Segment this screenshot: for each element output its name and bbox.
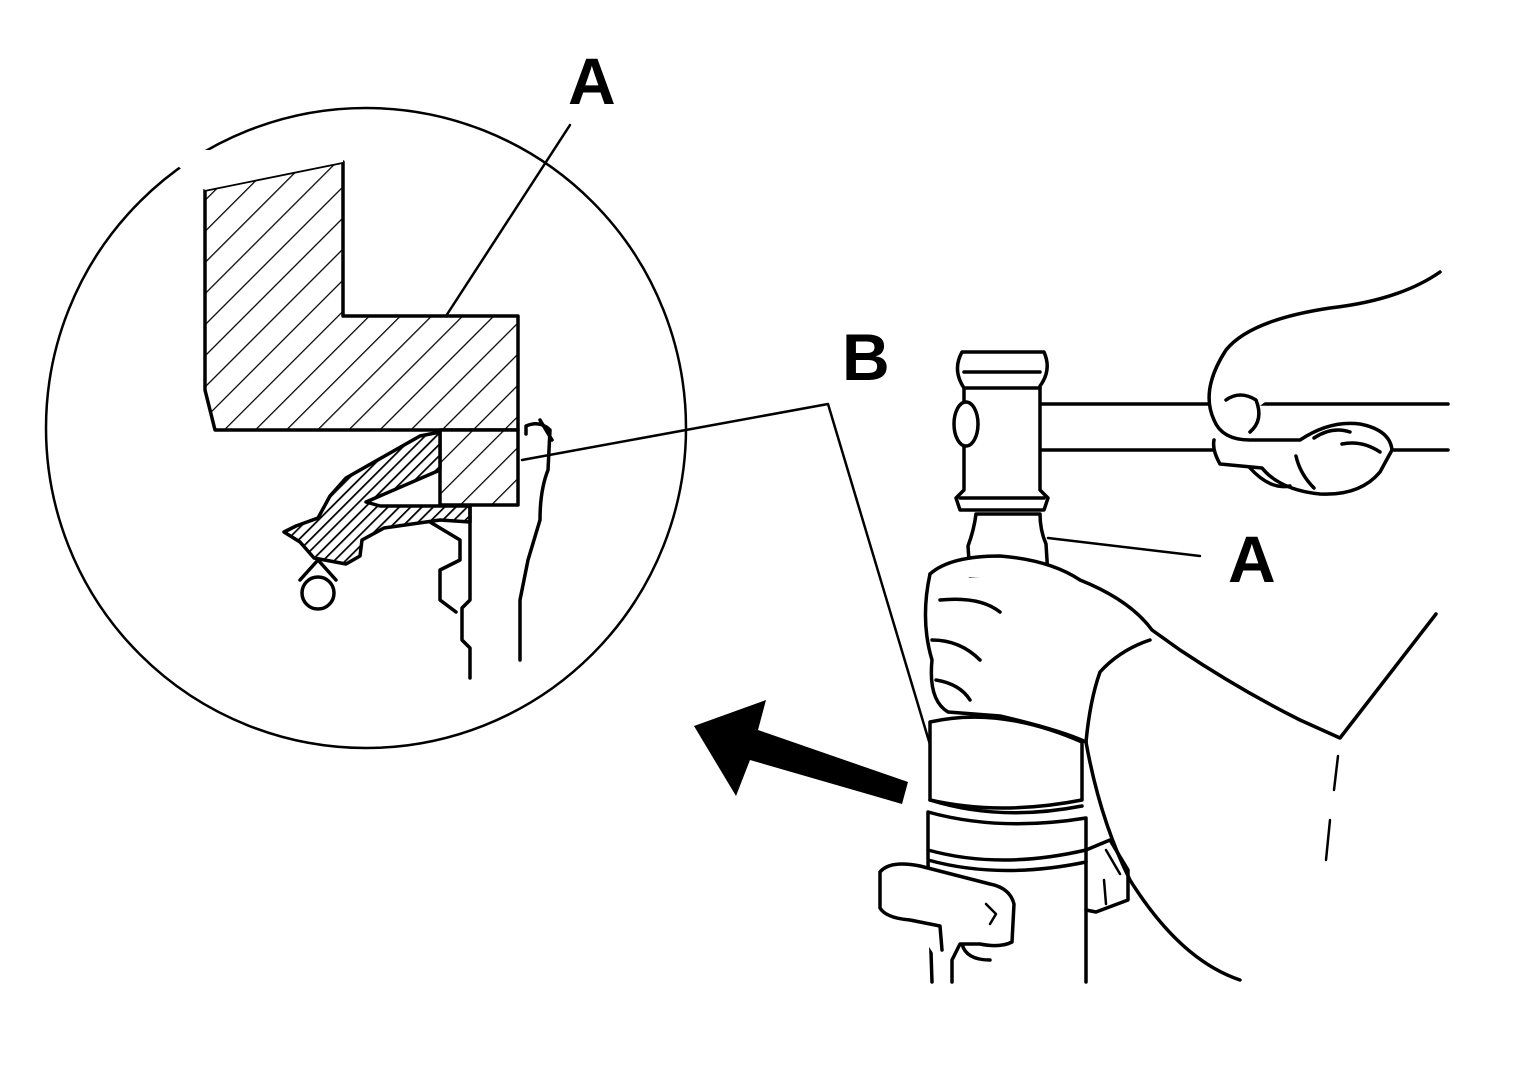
leader-line-a-tool [1046, 536, 1202, 558]
inner-tube-edge [518, 422, 552, 662]
callout-label-a-tool: A [1228, 522, 1276, 596]
left-hand-gripping-fork [928, 554, 1438, 740]
seal-driver-cross-section [203, 160, 520, 432]
hammer-head [954, 350, 1050, 512]
oil-seal-lip [282, 430, 472, 566]
front-fork-tube [926, 715, 1130, 984]
leader-line-b [520, 402, 936, 760]
detail-magnified-view [44, 106, 688, 750]
callout-label-a-detail: A [568, 44, 616, 118]
right-hand-holding-hammer [1207, 270, 1442, 496]
oil-seal-body [438, 428, 520, 507]
callout-label-b: B [842, 320, 890, 394]
fork-axle-bracket [878, 862, 1016, 984]
seal-spring-ring [300, 575, 336, 611]
direction-arrow [694, 700, 908, 804]
detail-circle-outline [44, 106, 688, 750]
fork-housing-profile [460, 504, 472, 680]
leader-line-a-detail [444, 123, 572, 318]
